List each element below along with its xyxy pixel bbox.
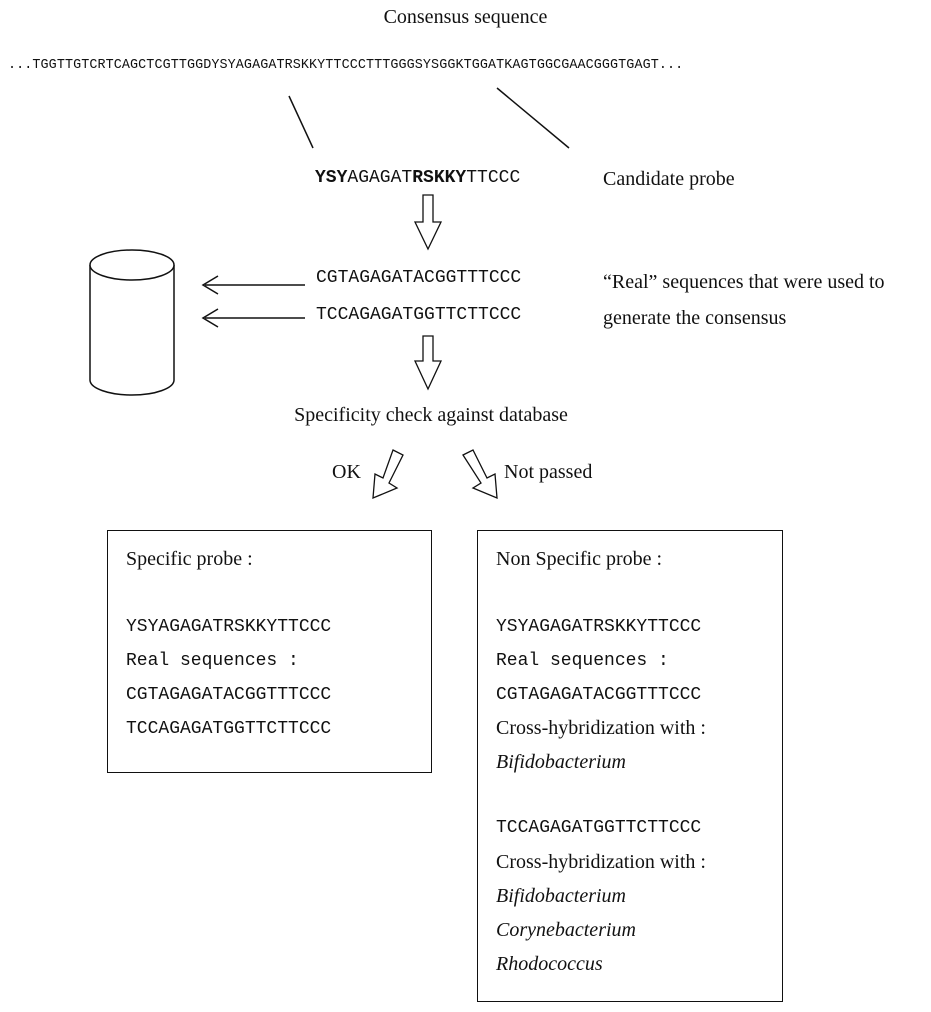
nonspecific-probe-box: Non Specific probe : YSYAGAGATRSKKYTTCCC… (477, 530, 783, 1002)
specific-box-seq-2: TCCAGAGATGGTTCTTCCC (126, 719, 332, 739)
ok-label: OK (332, 461, 361, 483)
organism-1-1: Bifidobacterium (496, 751, 626, 773)
diagram-title: Consensus sequence (383, 6, 548, 28)
probe-part-3: RSKKY (412, 168, 467, 188)
organism-2-1: Bifidobacterium (496, 885, 626, 907)
cross-hybridization-label-1: Cross-hybridization with : (496, 717, 706, 739)
organism-2-3: Rhodococcus (496, 953, 603, 975)
cross-hybridization-label-2: Cross-hybridization with : (496, 851, 706, 873)
nonspecific-box-probe: YSYAGAGATRSKKYTTCCC (496, 617, 702, 637)
consensus-sequence: ...TGGTTGTCRTCAGCTCGTTGGDYSYAGAGATRSKKYT… (8, 58, 684, 73)
zoom-line-right (496, 87, 570, 149)
real-caption-line-2: generate the consensus (603, 307, 787, 329)
arrow-head-1 (201, 275, 219, 295)
specific-probe-box: Specific probe : YSYAGAGATRSKKYTTCCC Rea… (107, 530, 432, 773)
nonspecific-box-seq-2: TCCAGAGATGGTTCTTCCC (496, 818, 702, 838)
candidate-probe-sequence: YSYAGAGATRSKKYTTCCC (315, 168, 520, 188)
candidate-probe-caption: Candidate probe (603, 168, 735, 190)
zoom-line-left (288, 95, 314, 149)
down-arrow-2 (413, 335, 443, 391)
organism-2-2: Corynebacterium (496, 919, 636, 941)
real-sequence-2: TCCAGAGATGGTTCTTCCC (316, 305, 522, 325)
real-sequence-1: CGTAGAGATACGGTTTCCC (316, 268, 522, 288)
probe-part-4: TTCCC (466, 168, 521, 188)
specific-box-seq-1: CGTAGAGATACGGTTTCCC (126, 685, 332, 705)
not-passed-arrow (462, 449, 498, 500)
specific-box-real-label: Real sequences : (126, 651, 299, 671)
specificity-check-label: Specificity check against database (294, 404, 568, 426)
not-passed-label: Not passed (504, 461, 593, 483)
real-sequences-caption: “Real” sequences that were used to gener… (603, 264, 885, 336)
nonspecific-box-real-label: Real sequences : (496, 651, 669, 671)
specific-box-title: Specific probe : (126, 548, 253, 570)
nonspecific-box-title: Non Specific probe : (496, 548, 663, 570)
real-caption-line-1: “Real” sequences that were used to (603, 271, 885, 293)
ok-arrow (372, 449, 404, 500)
database-icon (89, 249, 175, 396)
arrow-head-2 (201, 308, 219, 328)
probe-part-1: YSY (315, 168, 348, 188)
nonspecific-box-seq-1: CGTAGAGATACGGTTTCCC (496, 685, 702, 705)
probe-part-2: AGAGAT (347, 168, 413, 188)
down-arrow-1 (413, 194, 443, 251)
specific-box-probe: YSYAGAGATRSKKYTTCCC (126, 617, 332, 637)
